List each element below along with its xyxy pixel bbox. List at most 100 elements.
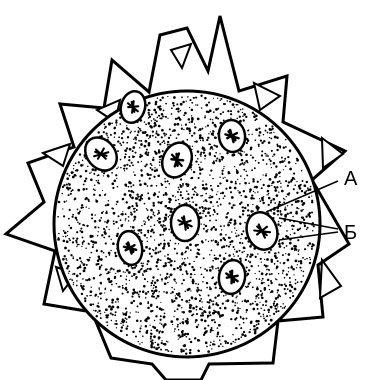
stipple-dot	[267, 155, 269, 157]
stipple-dot	[159, 250, 161, 252]
stipple-dot	[191, 102, 193, 104]
stipple-dot	[118, 301, 119, 302]
stipple-dot	[195, 204, 198, 207]
stipple-dot	[140, 269, 141, 270]
stipple-dot	[300, 281, 302, 283]
stipple-dot	[130, 301, 133, 304]
stipple-dot	[284, 215, 287, 218]
stipple-dot	[153, 194, 156, 197]
stipple-dot	[120, 275, 122, 277]
stipple-dot	[145, 246, 148, 249]
stipple-dot	[151, 339, 153, 341]
stipple-dot	[194, 186, 196, 188]
stipple-dot	[182, 197, 184, 199]
stipple-dot	[245, 286, 246, 287]
stipple-dot	[110, 289, 112, 291]
stipple-dot	[106, 226, 108, 228]
stipple-dot	[216, 157, 218, 159]
stipple-dot	[214, 321, 216, 323]
stipple-dot	[298, 185, 301, 188]
stipple-dot	[71, 172, 72, 173]
stipple-dot	[173, 278, 175, 280]
stipple-dot	[154, 282, 156, 284]
stipple-dot	[257, 181, 259, 183]
stipple-dot	[65, 236, 67, 238]
stipple-dot	[160, 349, 162, 351]
stipple-dot	[140, 325, 141, 326]
stipple-dot	[77, 189, 80, 192]
stipple-dot	[199, 212, 201, 214]
stipple-dot	[147, 317, 150, 320]
stipple-dot	[267, 279, 270, 282]
stipple-dot	[85, 170, 88, 173]
stipple-dot	[222, 346, 223, 347]
stipple-dot	[165, 116, 167, 118]
stipple-dot	[212, 149, 213, 150]
stipple-dot	[128, 271, 131, 274]
stipple-dot	[188, 263, 190, 265]
stipple-dot	[73, 273, 75, 275]
stipple-dot	[260, 308, 262, 310]
stipple-dot	[190, 273, 192, 275]
stipple-dot	[281, 160, 284, 163]
stipple-dot	[154, 167, 155, 168]
stipple-dot	[88, 200, 90, 202]
label-a: А	[344, 169, 357, 189]
stipple-dot	[161, 129, 164, 132]
stipple-dot	[132, 331, 134, 333]
stipple-dot	[277, 210, 280, 213]
stipple-dot	[176, 318, 179, 321]
stipple-dot	[130, 190, 133, 193]
stipple-dot	[160, 243, 162, 245]
stipple-dot	[170, 208, 173, 211]
stipple-dot	[288, 267, 290, 269]
stipple-dot	[288, 271, 289, 272]
stipple-dot	[201, 273, 203, 275]
stipple-dot	[199, 295, 201, 297]
stipple-dot	[291, 247, 294, 250]
stipple-dot	[175, 118, 177, 120]
stipple-dot	[68, 273, 69, 274]
stipple-dot	[118, 166, 119, 167]
stipple-dot	[145, 297, 147, 299]
stipple-dot	[99, 194, 101, 196]
stipple-dot	[200, 162, 201, 163]
stipple-dot	[150, 304, 153, 307]
stipple-dot	[224, 340, 226, 342]
stipple-dot	[228, 222, 229, 223]
stipple-dot	[167, 141, 169, 143]
stipple-dot	[172, 131, 173, 132]
stipple-dot	[302, 180, 304, 182]
stipple-dot	[150, 209, 153, 212]
stipple-dot	[263, 184, 265, 186]
stipple-dot	[152, 276, 154, 278]
stipple-dot	[140, 154, 142, 156]
stipple-dot	[126, 127, 128, 129]
stipple-dot	[295, 260, 298, 263]
stipple-dot	[312, 243, 314, 245]
stipple-dot	[209, 344, 211, 346]
stipple-dot	[197, 158, 199, 160]
stipple-dot	[285, 166, 287, 168]
stipple-dot	[126, 201, 128, 203]
stipple-dot	[112, 242, 115, 245]
stipple-dot	[154, 170, 156, 172]
stipple-dot	[278, 273, 279, 274]
stipple-dot	[98, 287, 100, 289]
stipple-dot	[139, 291, 141, 293]
stipple-dot	[85, 197, 88, 200]
stipple-dot	[67, 265, 70, 268]
stipple-dot	[203, 228, 205, 230]
stipple-dot	[268, 323, 270, 325]
stipple-dot	[262, 199, 264, 201]
stipple-dot	[224, 177, 225, 178]
stipple-dot	[200, 152, 202, 154]
stipple-dot	[243, 164, 245, 166]
stipple-dot	[125, 213, 127, 215]
stipple-dot	[179, 118, 182, 121]
stipple-dot	[213, 319, 215, 321]
stipple-dot	[150, 126, 153, 129]
stipple-dot	[128, 156, 130, 158]
stipple-dot	[187, 193, 189, 195]
stipple-dot	[215, 116, 218, 119]
